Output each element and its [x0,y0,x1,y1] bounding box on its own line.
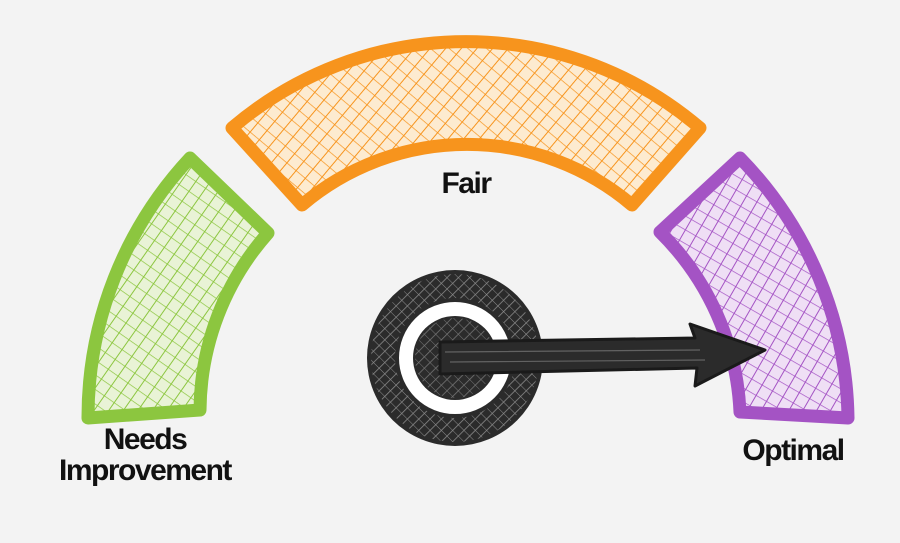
gauge-pointer-arrow [438,322,767,388]
label-needs-improvement-line1: Needs [104,423,187,456]
segment-optimal [653,151,855,425]
label-needs-improvement-line2: Improvement [59,454,232,487]
label-optimal: Optimal [742,434,843,467]
segment-needs-improvement [81,151,275,425]
label-fair: Fair [441,167,492,200]
segment-fair [225,35,707,212]
